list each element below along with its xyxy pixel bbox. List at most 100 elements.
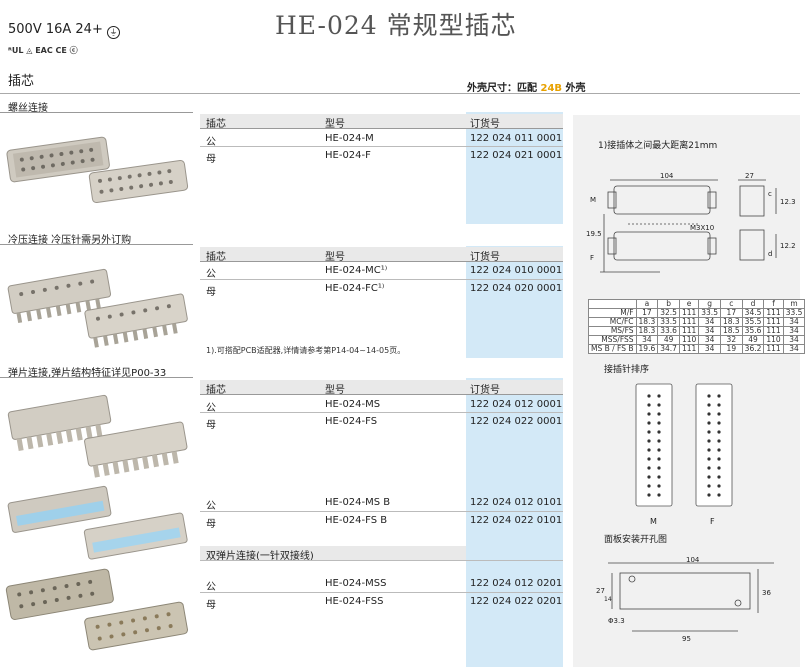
pin-dot [707, 430, 711, 434]
cutout-dim-36: 36 [762, 589, 771, 597]
col-header-order: 订货号 [470, 119, 500, 130]
pin-label-m: M [650, 517, 657, 526]
row-order: 122 024 021 0001 [470, 150, 563, 161]
technical-drawing-panel [573, 115, 800, 667]
pin-dot [657, 394, 661, 398]
table-cell: 34.7 [657, 344, 680, 354]
pin-dot [717, 448, 721, 452]
row-type: 公 [206, 269, 216, 280]
pin-dot [647, 475, 651, 479]
order-column-bg [466, 246, 563, 358]
section-label-screw: 螺丝连接 [8, 103, 48, 114]
housing-size-label: 外壳尺寸：匹配 24B 外壳 [467, 79, 586, 94]
table-row: MSS/FSS 34 49 110 34 32 49 110 34 [588, 335, 805, 345]
row-order: 122 024 012 0101 [470, 497, 563, 508]
connector-photo-spring-b [7, 485, 188, 560]
table-row: MS B / FS B 19.6 34.7 111 34 19 36.2 111… [588, 344, 805, 354]
pin-dot [717, 466, 721, 470]
pin-dot [657, 430, 661, 434]
distance-note: 1)接插体之间最大距离21mm [598, 141, 718, 151]
section-label-crimp: 冷压连接 冷压针需另外订购 [8, 235, 132, 246]
pin-dot [717, 394, 721, 398]
dim-12-3: 12.3 [780, 198, 796, 206]
pin-dot [707, 421, 711, 425]
pin-dot [657, 466, 661, 470]
label-m: M [590, 196, 596, 204]
row-model: HE-024-M [325, 133, 374, 144]
label-f: F [590, 254, 594, 262]
double-spring-header: 双弹片连接(一针双接线) [200, 546, 466, 562]
pin-dot [717, 484, 721, 488]
pin-dot [707, 475, 711, 479]
pin-dot [707, 439, 711, 443]
cutout-dim-14: 14 [604, 596, 612, 603]
row-model: HE-024-MSS [325, 578, 387, 589]
dim-19-5: 19.5 [586, 230, 602, 238]
row-model: HE-024-FSS [325, 596, 384, 607]
cutout-dim-27: 27 [596, 587, 605, 595]
table-cell: 34 [782, 344, 805, 354]
pin-dot [647, 439, 651, 443]
dim-12-2: 12.2 [780, 242, 796, 250]
row-divider [200, 146, 563, 147]
dim-m3x10: M3X10 [690, 224, 714, 232]
pin-layout-diagram: M F [635, 383, 733, 526]
section-divider [0, 377, 193, 378]
cutout-dim-95: 95 [682, 635, 691, 643]
pin-dot [717, 439, 721, 443]
pin-dot [717, 412, 721, 416]
row-model: HE-024-F [325, 150, 371, 161]
section-divider [0, 244, 193, 245]
row-model: HE-024-FS B [325, 515, 388, 526]
row-type: 母 [206, 287, 216, 298]
table-cell: 111 [678, 344, 700, 354]
table-row: M/F 17 32.5 111 33.5 17 34.5 111 33.5 [588, 308, 805, 318]
row-type: 公 [206, 501, 216, 512]
pin-dot [717, 403, 721, 407]
rating-label: 500V 16A 24+ ⏚ [8, 22, 120, 39]
row-type: 母 [206, 420, 216, 431]
row-model: HE-024-FS [325, 416, 378, 427]
row-model: HE-024-MS [325, 399, 381, 410]
pin-dot [657, 475, 661, 479]
pin-dot [657, 412, 661, 416]
pin-dot [707, 412, 711, 416]
pin-dot [647, 457, 651, 461]
order-column-bg [466, 378, 563, 667]
pin-dot [717, 493, 721, 497]
pin-dot [707, 466, 711, 470]
row-type: 公 [206, 137, 216, 148]
row-type: 公 [206, 403, 216, 414]
pin-dot [717, 475, 721, 479]
col-header-model: 型号 [325, 119, 345, 130]
pin-dot [657, 457, 661, 461]
row-divider [200, 592, 563, 593]
table-header: 插芯 型号 订货号 [200, 247, 563, 263]
row-order: 122 024 022 0201 [470, 596, 563, 607]
row-order: 122 024 022 0001 [470, 416, 563, 427]
row-divider [200, 279, 563, 280]
table-cell: 111 [763, 344, 784, 354]
pin-dot [647, 412, 651, 416]
dimension-table: a b e g c d f m M/F 17 32.5 111 33.5 17 … [588, 299, 805, 354]
pin-dot [657, 448, 661, 452]
pin-dot [647, 421, 651, 425]
table-cell: 34 [698, 344, 721, 354]
pin-dot [647, 493, 651, 497]
dimension-drawing: 104 27 M3X10 19.5 M F 12.3 12.2 c d [586, 172, 796, 273]
row-type: 母 [206, 519, 216, 530]
col-header-model: 型号 [325, 252, 345, 263]
row-order: 122 024 012 0001 [470, 399, 563, 410]
pin-dot [647, 448, 651, 452]
cutout-dim-104: 104 [686, 556, 700, 564]
col-header-insert: 插芯 [206, 252, 226, 263]
panel-cutout-title: 面板安装开孔图 [604, 535, 668, 545]
pin-dot [647, 394, 651, 398]
col-header-model: 型号 [325, 385, 345, 396]
connector-photo-double-spring [5, 568, 188, 651]
section-label-spring: 弹片连接,弹片结构特征详见P00-33 [8, 368, 167, 379]
pin-dot [717, 430, 721, 434]
row-order: 122 024 020 0001 [470, 283, 563, 294]
row-divider [200, 511, 563, 512]
connector-photo-crimp [7, 268, 188, 348]
